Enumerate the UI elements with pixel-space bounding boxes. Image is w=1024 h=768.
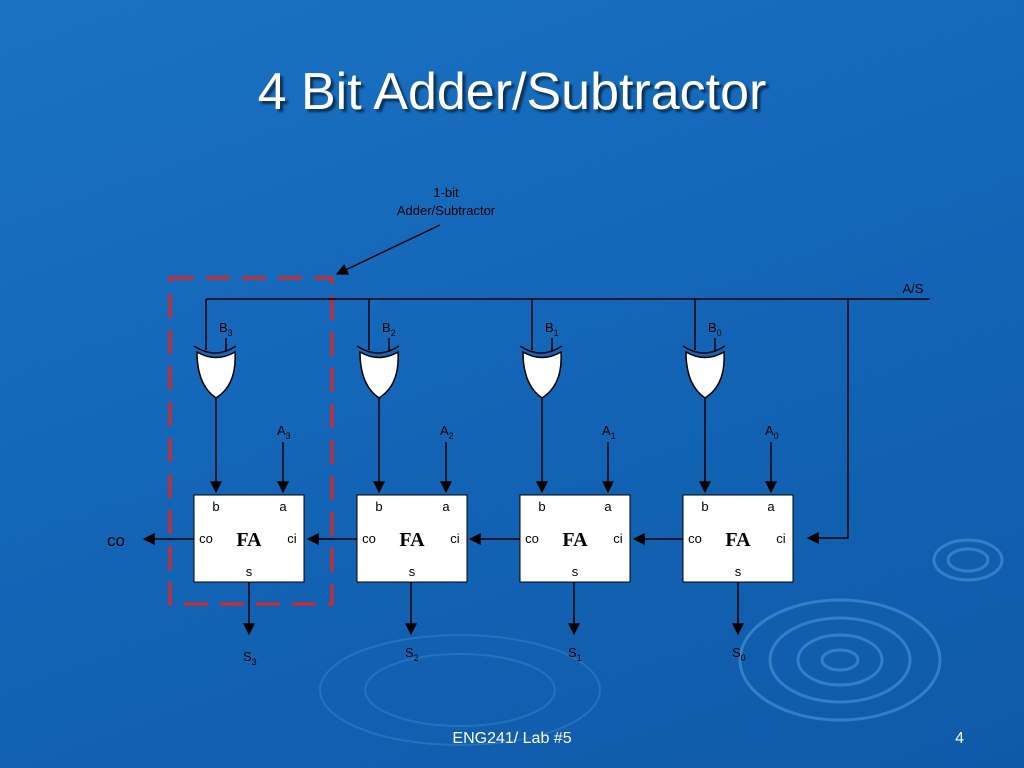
port-a: a xyxy=(279,499,287,514)
callout-arrow xyxy=(335,224,441,275)
port-s: s xyxy=(409,564,416,579)
port-a: a xyxy=(442,499,450,514)
port-s: s xyxy=(246,564,253,579)
fa-label: FA xyxy=(236,529,262,551)
sum-label: S3 xyxy=(243,649,257,667)
full-adder-block xyxy=(193,494,305,583)
port-co: co xyxy=(688,531,702,546)
footer-text: ENG241/ Lab #5 xyxy=(452,730,572,747)
port-s: s xyxy=(735,564,742,579)
page-number: 4 xyxy=(955,730,964,747)
xor-gate-back-curve xyxy=(682,345,726,354)
b-input-label: B0 xyxy=(708,320,722,338)
a-input-label: A2 xyxy=(440,423,454,441)
full-adder-block xyxy=(682,494,794,583)
sum-label: S1 xyxy=(568,645,582,663)
stage-2: B2 A2 b a co FA ci s S2 xyxy=(356,299,468,663)
ripple-decoration xyxy=(319,538,1004,746)
port-b: b xyxy=(375,499,382,514)
fa-label: FA xyxy=(562,529,588,551)
slide-title: 4 Bit Adder/Subtractor xyxy=(257,63,767,121)
as-control-label: A/S xyxy=(903,281,924,296)
xor-gate xyxy=(359,350,399,399)
port-ci: ci xyxy=(776,531,786,546)
stage-3: B3 A3 b a co FA ci s S3 xyxy=(193,299,305,667)
a-input-label: A0 xyxy=(765,423,779,441)
port-b: b xyxy=(538,499,545,514)
a-input-label: A3 xyxy=(277,423,291,441)
fa-label: FA xyxy=(725,529,751,551)
xor-gate-back-curve xyxy=(356,345,400,354)
callout-label-line2: Adder/Subtractor xyxy=(397,203,496,218)
port-co: co xyxy=(362,531,376,546)
xor-gate xyxy=(685,350,725,399)
b-input-label: B2 xyxy=(382,320,396,338)
sum-label: S2 xyxy=(405,645,419,663)
port-a: a xyxy=(604,499,612,514)
port-a: a xyxy=(767,499,775,514)
b-input-label: B1 xyxy=(545,320,559,338)
one-bit-highlight-box xyxy=(168,276,334,606)
callout-label-line1: 1-bit xyxy=(433,185,459,200)
port-co: co xyxy=(199,531,213,546)
stage-0: B0 A0 b a co FA ci s S0 xyxy=(682,299,794,663)
full-adder-block xyxy=(519,494,631,583)
full-adder-block xyxy=(356,494,468,583)
b-input-label: B3 xyxy=(219,320,233,338)
port-ci: ci xyxy=(450,531,460,546)
as-carry-in-wire xyxy=(806,299,849,544)
fa-label: FA xyxy=(399,529,425,551)
xor-gate-back-curve xyxy=(193,345,237,354)
a-input-label: A1 xyxy=(602,423,616,441)
xor-gate-back-curve xyxy=(519,345,563,354)
sum-label: S0 xyxy=(732,645,746,663)
stage-1: B1 A1 b a co FA ci s S1 xyxy=(519,299,631,663)
carry-out-label: co xyxy=(107,531,125,550)
port-ci: ci xyxy=(613,531,623,546)
port-co: co xyxy=(525,531,539,546)
port-b: b xyxy=(212,499,219,514)
port-b: b xyxy=(701,499,708,514)
port-s: s xyxy=(572,564,579,579)
port-ci: ci xyxy=(287,531,297,546)
xor-gate xyxy=(522,350,562,399)
xor-gate xyxy=(196,350,236,399)
